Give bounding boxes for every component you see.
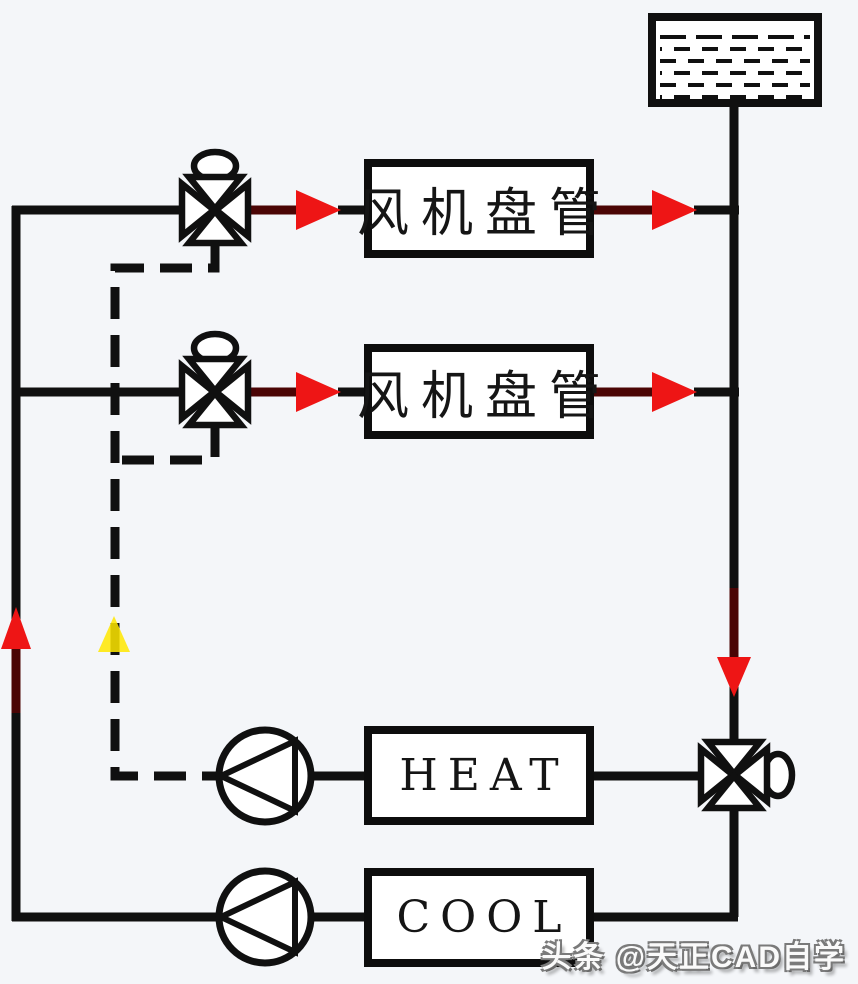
cool-pump-impeller-triangle xyxy=(213,877,298,957)
control-line-valve2-branch xyxy=(115,425,220,465)
valve1-left-triangle xyxy=(178,177,220,243)
valve2-bottom-triangle xyxy=(182,387,248,429)
valve2-top-triangle xyxy=(182,355,248,397)
flow-arrow-right-icon xyxy=(652,190,697,230)
valve3-top-triangle xyxy=(701,738,767,780)
valve3-left-triangle xyxy=(697,742,739,808)
three-way-valve-1-icon xyxy=(178,148,252,247)
three-way-valve-3-icon xyxy=(697,738,796,812)
water-tank-body xyxy=(648,13,822,107)
fan-coil-unit-2-box: 风机盘管 xyxy=(357,344,601,439)
heat-source-box: HEAT xyxy=(364,726,594,825)
flow-arrow-up-icon xyxy=(1,607,31,649)
valve1-top-triangle xyxy=(182,173,248,215)
valve3-right-triangle xyxy=(729,742,771,808)
fan-coil-unit-1-box: 风机盘管 xyxy=(357,159,601,258)
flow-arrow-right-icon xyxy=(296,190,341,230)
valve3-bottom-triangle xyxy=(701,770,767,812)
valve1-right-triangle xyxy=(210,177,252,243)
watermark-text: 头条 @天正CAD自学 xyxy=(541,941,846,974)
water-tank-icon xyxy=(648,13,822,107)
heat-pump-icon xyxy=(213,726,315,826)
heat-source-label: HEAT xyxy=(399,750,569,801)
cool-source-box: COOL xyxy=(364,868,594,967)
valve2-right-triangle xyxy=(210,359,252,425)
valve1-bottom-triangle xyxy=(182,205,248,247)
three-way-valve-2-icon xyxy=(178,330,252,429)
heat-pump-impeller-triangle xyxy=(213,736,298,816)
valve2-left-triangle xyxy=(178,359,220,425)
cool-pump-icon xyxy=(213,867,315,967)
fan-coil-unit-2-label: 风机盘管 xyxy=(357,367,614,427)
flow-arrow-right-icon xyxy=(296,372,341,412)
signal-arrow-up-icon xyxy=(98,616,130,652)
flow-arrow-down-icon xyxy=(717,657,751,697)
control-line-valve1-to-heat-pump xyxy=(110,243,220,781)
fan-coil-unit-1-label: 风机盘管 xyxy=(357,184,614,244)
cool-source-label: COOL xyxy=(396,892,572,943)
flow-arrow-right-icon xyxy=(652,372,697,412)
